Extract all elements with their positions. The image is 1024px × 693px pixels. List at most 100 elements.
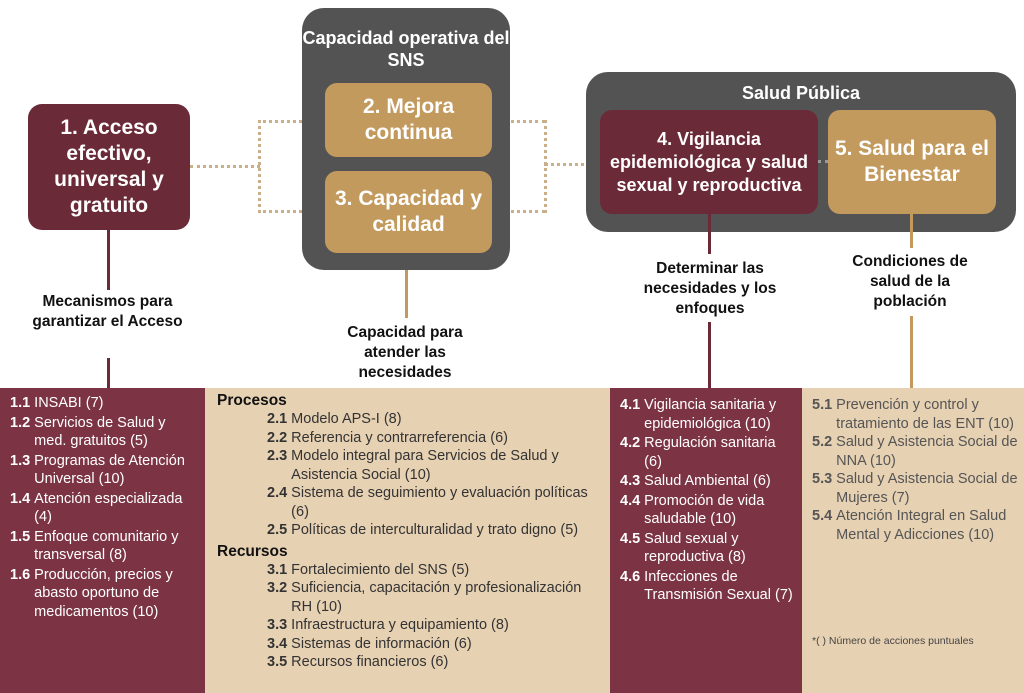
item-number: 4.4 <box>620 492 641 509</box>
connector-right-vertical <box>544 120 547 213</box>
caption-capacidad-atender: Capacidad para atender las necesidades <box>347 324 463 381</box>
item-text: Referencia y contrarreferencia (6) <box>291 429 508 446</box>
item-number: 4.1 <box>620 397 641 413</box>
item-number: 4.3 <box>620 473 641 489</box>
item-number: 2.3 <box>267 448 288 464</box>
caption-determinar: Determinar las necesidades y los enfoque… <box>643 260 777 317</box>
box-bienestar: 5. Salud para el Bienestar <box>828 110 996 214</box>
connector-right-bottom <box>492 210 546 213</box>
item-text: Salud y Asistencia Social de Mujeres (7) <box>836 471 1018 506</box>
item-number: 1.6 <box>10 566 31 583</box>
item-text: Sistemas de información (6) <box>291 635 472 652</box>
item-text: Sistema de seguimiento y evaluación polí… <box>291 485 588 520</box>
item-number: 5.3 <box>812 471 833 487</box>
group-capacidad-title: Capacidad operativa del SNS <box>302 28 510 70</box>
item-text: INSABI (7) <box>34 395 104 411</box>
item-text: Servicios de Salud y med. gratuitos (5) <box>34 414 166 450</box>
item-number: 2.1 <box>267 411 288 427</box>
item-number: 4.2 <box>620 435 641 451</box>
stem-capacidad <box>405 270 408 318</box>
item-number: 5.4 <box>812 508 833 524</box>
connector-acceso-capacidad <box>190 165 260 168</box>
item-number: 3.4 <box>267 635 288 652</box>
item-text: Programas de Atención Universal (10) <box>34 452 185 488</box>
item-text: Infecciones de Transmisión Sexual (7) <box>644 568 793 604</box>
item-number: 2.4 <box>267 485 288 501</box>
item-number: 1.4 <box>10 490 31 507</box>
item-text: Prevención y control y tratamiento de la… <box>836 397 1015 432</box>
item-number: 1.2 <box>10 414 31 431</box>
item-number: 3.1 <box>267 561 288 578</box>
box-mejora: 2. Mejora continua <box>325 83 492 157</box>
item-text: Infraestructura y equipamiento (8) <box>291 617 509 633</box>
group-salud-publica-title: Salud Pública <box>741 83 861 103</box>
box-vigilancia-label: 4. Vigilancia epidemiológica y salud sex… <box>609 128 809 195</box>
box-acceso: 1. Acceso efectivo, universal y gratuito <box>28 104 190 230</box>
stem-vigilancia <box>708 214 711 254</box>
item-text: Atención Integral en Salud Mental y Adic… <box>836 508 1007 543</box>
item-text: Suficiencia, capacitación y profesionali… <box>291 580 582 615</box>
item-number: 1.5 <box>10 528 31 545</box>
box-mejora-label: 2. Mejora continua <box>362 95 455 144</box>
stem-acceso <box>107 230 110 290</box>
item-text: Regulación sanitaria (6) <box>644 435 776 470</box>
item-text: Salud sexual y reproductiva (8) <box>644 530 746 566</box>
item-number: 1.3 <box>10 452 31 469</box>
box-acceso-label: 1. Acceso efectivo, universal y gratuito <box>54 116 164 217</box>
connector-vigilancia-bienestar <box>818 160 828 163</box>
item-text: Salud y Asistencia Social de NNA (10) <box>836 434 1018 469</box>
procesos-title: Procesos <box>217 392 287 409</box>
item-text: Modelo integral para Servicios de Salud … <box>291 448 559 483</box>
item-number: 3.3 <box>267 617 288 633</box>
item-number: 3.2 <box>267 580 288 596</box>
item-text: Producción, precios y abasto oportuno de… <box>34 566 173 620</box>
item-text: Atención especializada (4) <box>34 490 183 526</box>
item-text: Políticas de interculturalidad y trato d… <box>291 522 579 538</box>
item-text: Modelo APS-I (8) <box>291 411 402 427</box>
connector-left-vertical <box>258 120 261 213</box>
item-number: 3.5 <box>267 654 288 670</box>
item-text: Vigilancia sanitaria y epidemiológica (1… <box>644 397 777 432</box>
item-number: 5.2 <box>812 434 833 450</box>
box-vigilancia: 4. Vigilancia epidemiológica y salud sex… <box>600 110 818 214</box>
item-number: 2.5 <box>267 522 288 538</box>
box-capacidad-calidad-label: 3. Capacidad y calidad <box>334 187 483 236</box>
item-text: Salud Ambiental (6) <box>644 473 771 489</box>
item-text: Enfoque comunitario y transversal (8) <box>34 528 179 564</box>
connector-left-bottom <box>258 210 326 213</box>
item-number: 1.1 <box>10 395 31 411</box>
caption-condiciones: Condiciones de salud de la población <box>852 253 968 310</box>
footnote: *( ) Número de acciones puntuales <box>812 635 974 647</box>
connector-right-top <box>492 120 546 123</box>
stem-acceso-lower <box>107 358 110 388</box>
connector-left-top <box>258 120 326 123</box>
connector-capacidad-salud <box>544 163 604 166</box>
recursos-title: Recursos <box>217 542 288 560</box>
